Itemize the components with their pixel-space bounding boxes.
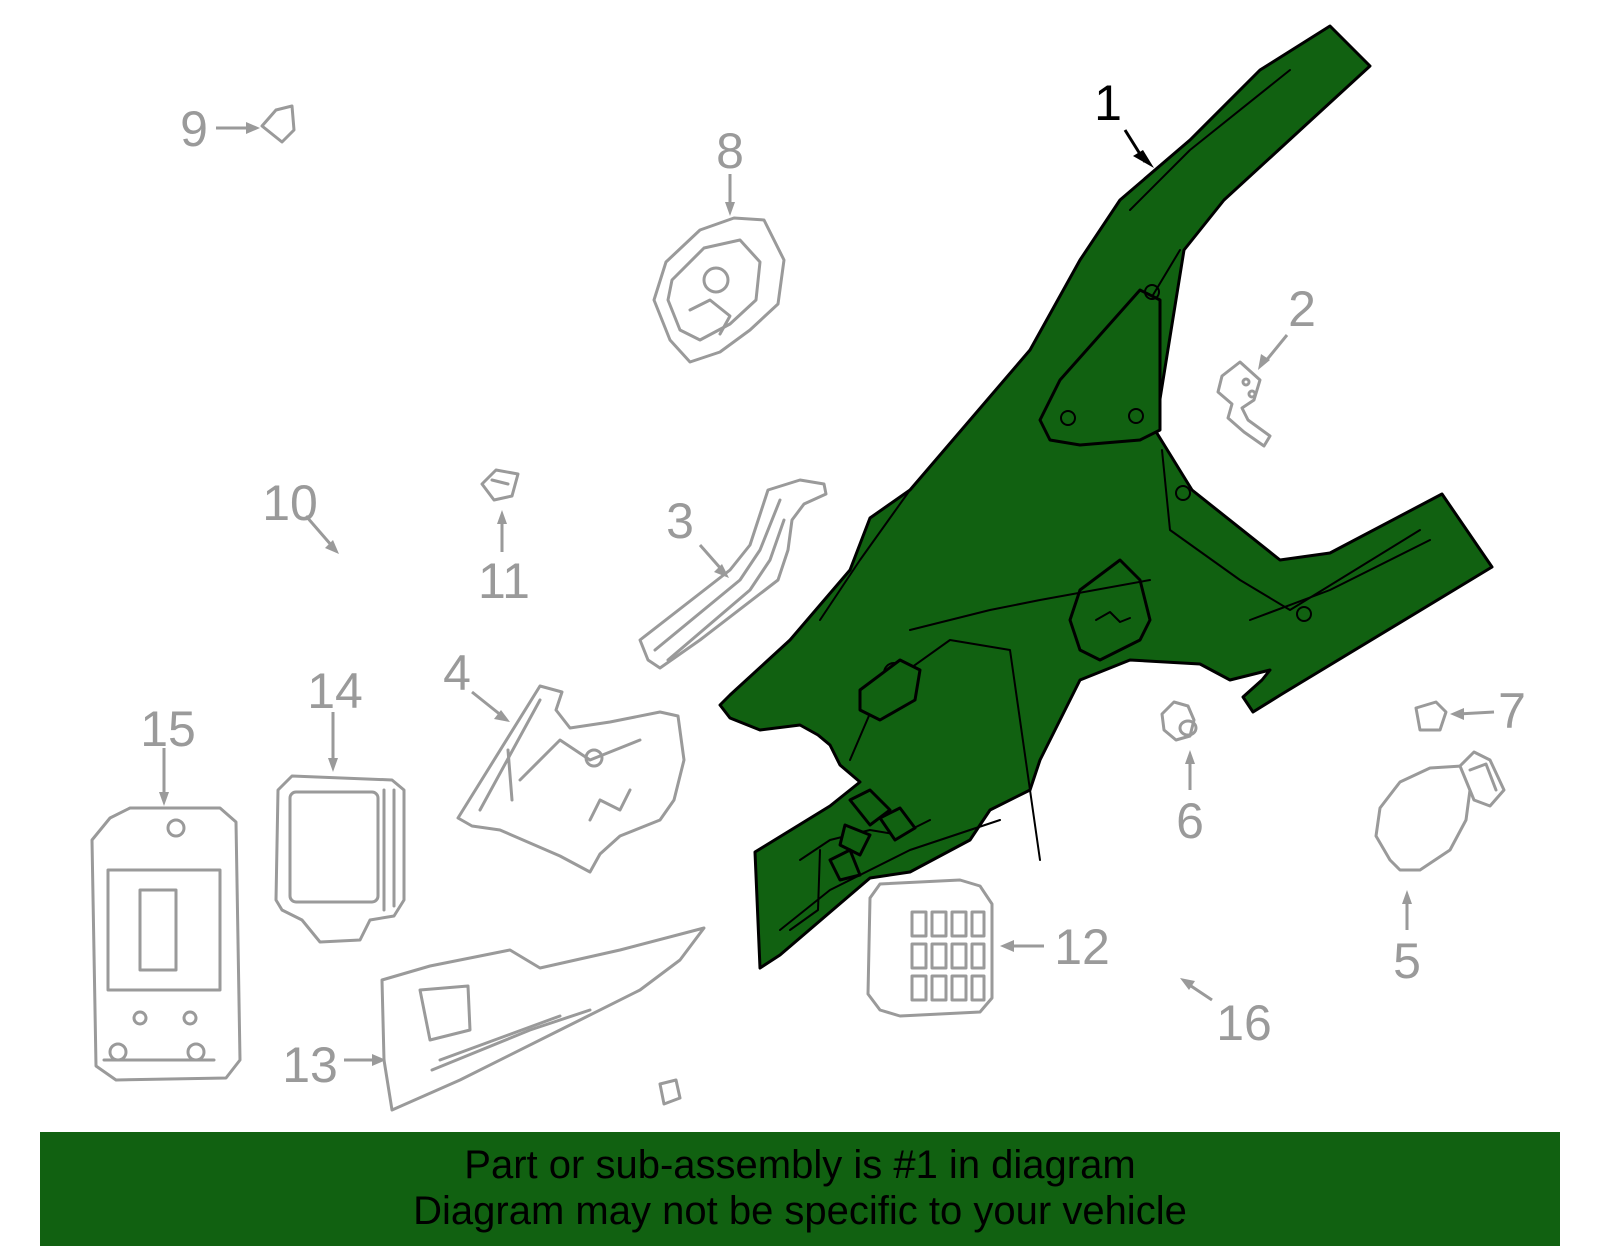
arrowhead-1 [1133,150,1154,168]
callout-11: 11 [478,553,530,609]
part-3-reinforcement[interactable] [638,478,828,670]
banner-line-2: Diagram may not be specific to your vehi… [413,1189,1187,1233]
arrow-10 [304,515,334,547]
arrowhead-5 [1402,890,1412,904]
arrowhead-11 [497,510,507,524]
part-6-grommet[interactable] [1160,700,1198,742]
callout-8: 8 [716,123,744,179]
parts-diagram: 1 2 3 4 5 6 7 8 9 10 11 12 13 14 15 16 [90,24,1526,1112]
arrowhead-13 [372,1054,386,1066]
part-16-wiring-harness[interactable] [658,744,1322,1106]
part-13-rocker-extension[interactable] [380,926,706,1112]
callout-16: 16 [1216,995,1272,1051]
part-7-clip[interactable] [1414,700,1448,732]
callout-12: 12 [1054,919,1110,975]
part-8-filler-housing[interactable] [652,216,786,364]
part-9-clip[interactable] [260,104,296,144]
callout-3: 3 [666,493,694,549]
callout-9: 9 [180,101,208,157]
part-10-drain-tube[interactable] [122,56,458,682]
arrowhead-7 [1450,708,1464,720]
arrowhead-14 [328,758,338,772]
part-14-control-module[interactable] [274,774,406,944]
callout-1: 1 [1094,75,1122,131]
arrow-2 [1263,334,1289,363]
arrowhead-16 [1180,978,1195,990]
arrowhead-12 [1000,940,1014,952]
part-5-fuel-door[interactable] [1374,750,1506,872]
arrowhead-3 [714,564,729,578]
callout-13: 13 [282,1037,338,1093]
part-1-quarter-panel[interactable] [718,24,1494,970]
arrow-16 [1187,982,1213,1002]
arrowhead-2 [1258,354,1270,370]
arrow-3 [698,544,724,571]
callout-2: 2 [1288,281,1316,337]
part-2-bracket[interactable] [1216,360,1272,448]
info-banner: Part or sub-assembly is #1 in diagram Di… [40,1132,1560,1246]
callout-7: 7 [1498,683,1526,739]
part-11-clip[interactable] [480,468,520,502]
banner-line-1: Part or sub-assembly is #1 in diagram [464,1143,1136,1187]
callout-6: 6 [1176,793,1204,849]
arrow-4 [471,690,503,718]
callout-10: 10 [262,475,318,531]
arrowhead-4 [494,710,510,722]
arrowhead-6 [1185,750,1195,764]
arrowhead-10 [325,540,339,554]
arrowhead-9 [246,122,260,134]
part-12-vent[interactable] [866,878,994,1018]
part-4-wheelhouse[interactable] [456,684,686,874]
arrowhead-15 [159,792,169,806]
callout-14: 14 [307,663,363,719]
callout-15: 15 [140,701,196,757]
callout-5: 5 [1393,933,1421,989]
arrowhead-8 [725,202,735,216]
callout-4: 4 [443,645,471,701]
part-15-junction-module[interactable] [90,806,242,1082]
